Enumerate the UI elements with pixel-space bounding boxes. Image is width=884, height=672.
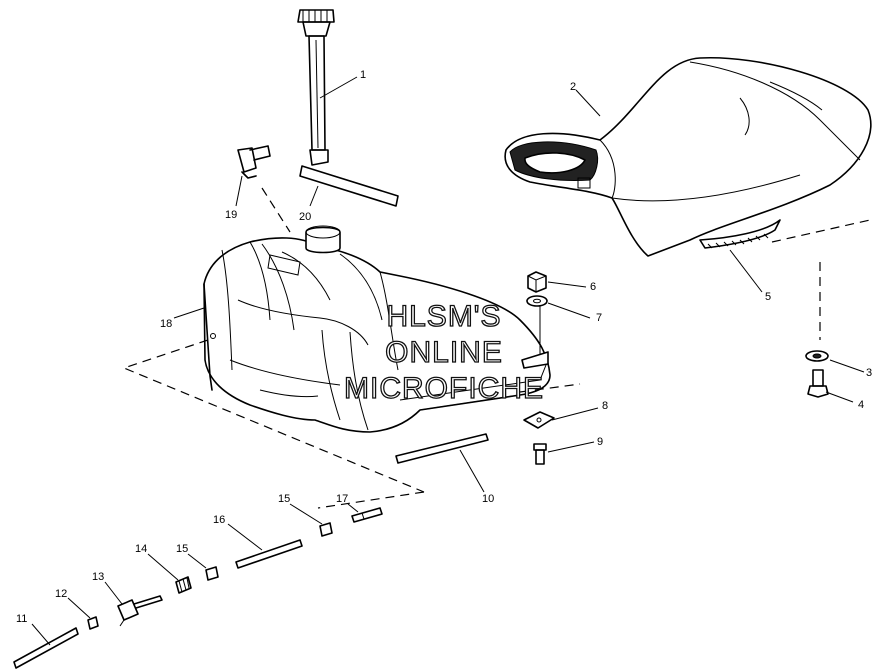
bushing-12 [87, 616, 99, 630]
callout-10: 10 [482, 493, 494, 505]
callout-8: 8 [602, 400, 608, 412]
hose-20 [299, 165, 399, 207]
pin-17 [351, 507, 383, 523]
rod-11 [13, 627, 79, 669]
seat-latch-5 [699, 219, 781, 249]
callout-19: 19 [225, 209, 237, 221]
callout-7: 7 [596, 312, 602, 324]
callout-3: 3 [866, 367, 872, 379]
tank-mount-dash-rear [519, 383, 581, 393]
seat-mount-dash-line [771, 219, 871, 243]
watermark-line-3: MICROFICHE [344, 372, 544, 405]
callout-9: 9 [597, 436, 603, 448]
washer-7 [526, 295, 548, 307]
callout-17: 17 [336, 493, 348, 505]
tank-mount-dash-right [317, 491, 425, 509]
filler-neck-tube [297, 9, 335, 166]
watermark: HLSM'S ONLINE MICROFICHE [343, 299, 544, 405]
callout-16: 16 [213, 514, 225, 526]
bolt-9 [533, 443, 547, 465]
plate-8 [523, 411, 555, 429]
vent-dash-line [261, 187, 291, 233]
leader-lines [31, 76, 865, 646]
strap-10 [395, 433, 489, 464]
callout-20: 20 [299, 211, 311, 223]
callout-labels: 1 2 3 4 5 6 7 8 9 10 11 12 13 14 15 15 1… [16, 69, 872, 625]
callout-6: 6 [590, 281, 596, 293]
tank-mount-dash-left [122, 339, 425, 493]
fuel-tank-18 [203, 225, 551, 433]
callout-4: 4 [858, 399, 864, 411]
callout-1: 1 [360, 69, 366, 81]
washer-3 [805, 350, 829, 362]
bolt-4 [807, 369, 829, 398]
callout-2: 2 [570, 81, 576, 93]
callout-12: 12 [55, 588, 67, 600]
callout-5: 5 [765, 291, 771, 303]
bushing-15-upper [319, 522, 333, 537]
seat-2 [504, 56, 872, 257]
watermark-line-2: ONLINE [385, 336, 503, 369]
callout-15-upper: 15 [278, 493, 290, 505]
callout-14: 14 [135, 543, 147, 555]
bushing-15-lower [205, 566, 219, 581]
callout-18: 18 [160, 318, 172, 330]
spring-14 [175, 576, 192, 594]
rod-16 [235, 539, 303, 569]
vent-fitting-19 [237, 145, 271, 179]
shaft-13 [117, 595, 163, 627]
callout-13: 13 [92, 571, 104, 583]
callout-15-lower: 15 [176, 543, 188, 555]
nut-6 [527, 271, 547, 293]
callout-11: 11 [16, 613, 27, 625]
watermark-line-1: HLSM'S [386, 300, 501, 333]
